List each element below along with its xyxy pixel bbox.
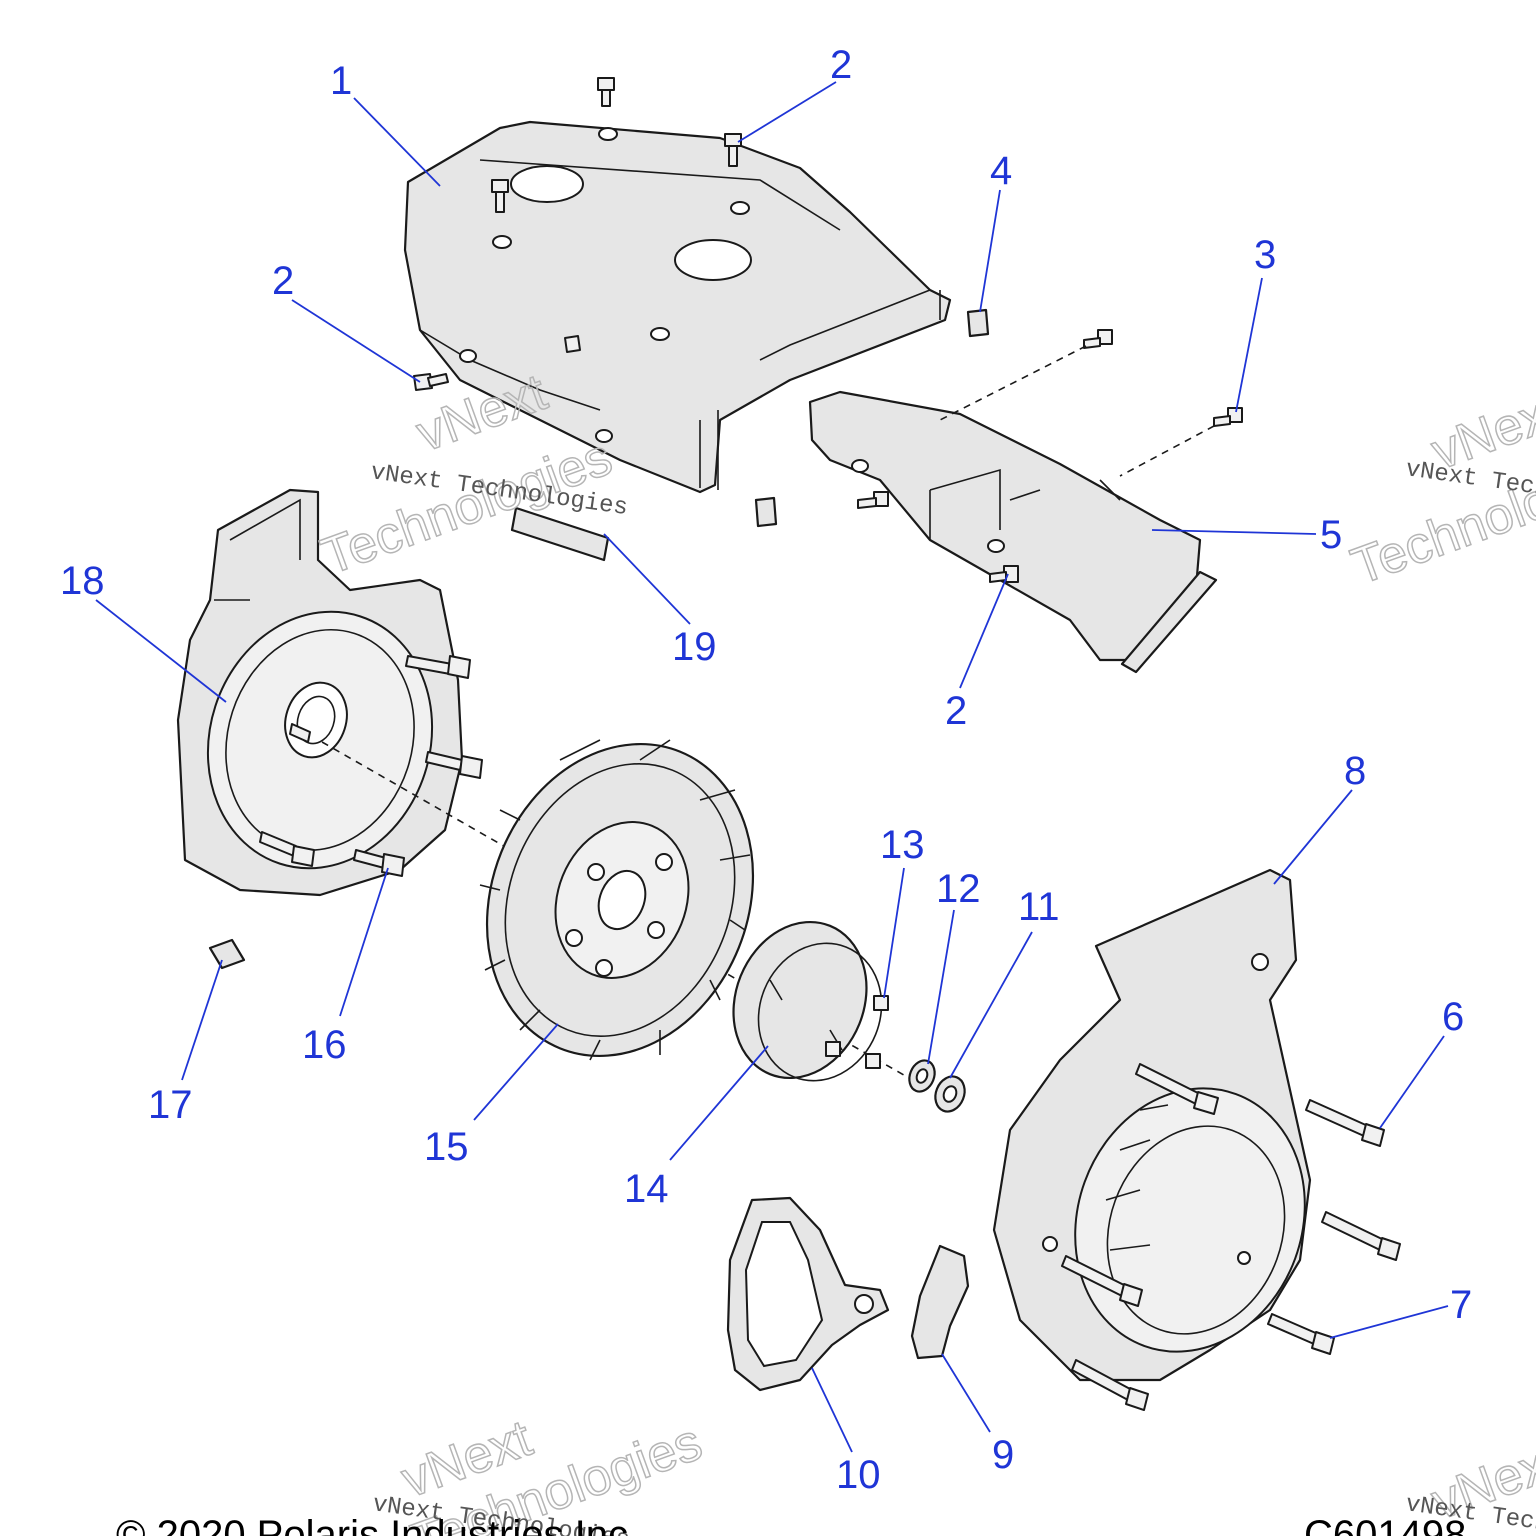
callout-9: 9 (992, 1433, 1014, 1477)
part-8-recoil-housing (992, 868, 1312, 1382)
callout-2: 2 (830, 43, 852, 87)
part-15-fan (479, 739, 755, 1061)
callout-6: 6 (1442, 995, 1464, 1039)
callout-8: 8 (1344, 749, 1366, 793)
callout-16: 16 (302, 1023, 347, 1067)
callout-10: 10 (836, 1453, 881, 1497)
callout-4: 4 (990, 149, 1012, 193)
copyright-text: © 2020 Polaris Industries Inc. (116, 1513, 639, 1536)
callout-18: 18 (60, 559, 105, 603)
callout-7: 7 (1450, 1283, 1472, 1327)
part-12-lock-washer (908, 1059, 936, 1093)
callouts: 1 2 2 2 3 4 5 6 7 8 9 10 11 12 13 14 15 … (60, 43, 1472, 1497)
callout-11: 11 (1018, 885, 1060, 929)
callout-13: 13 (880, 823, 925, 867)
part-9-grip-insert (910, 1244, 970, 1360)
part-13-bolt (825, 995, 889, 1069)
drawing-id: C601498 (1304, 1513, 1466, 1536)
part-10-starter-handle (726, 1196, 890, 1392)
callout-3: 3 (1254, 233, 1276, 277)
callout-17: 17 (148, 1083, 193, 1127)
part-17-dowel (208, 938, 246, 970)
part-19-seal-strip (510, 506, 610, 562)
callout-15: 15 (424, 1125, 469, 1169)
part-4-block (754, 308, 990, 528)
part-14-starter-cup (732, 920, 883, 1082)
callout-2: 2 (272, 259, 294, 303)
part-6-7-bolts (1061, 1063, 1401, 1411)
leader-lines (95, 81, 1449, 1453)
part-11-nut (934, 1075, 966, 1113)
part-1-upper-cover (403, 120, 952, 494)
duct-axis-upper (939, 345, 1087, 421)
callout-1: 1 (330, 59, 352, 103)
part-2-bolts-cover (413, 77, 742, 391)
callout-12: 12 (936, 867, 981, 911)
part-18-back-plate (176, 488, 464, 897)
part-5-duct (808, 390, 1218, 674)
callout-19: 19 (672, 625, 717, 669)
callout-5: 5 (1320, 513, 1342, 557)
callout-2: 2 (945, 689, 967, 733)
callout-14: 14 (624, 1167, 669, 1211)
duct-axis-lower (1119, 425, 1215, 477)
